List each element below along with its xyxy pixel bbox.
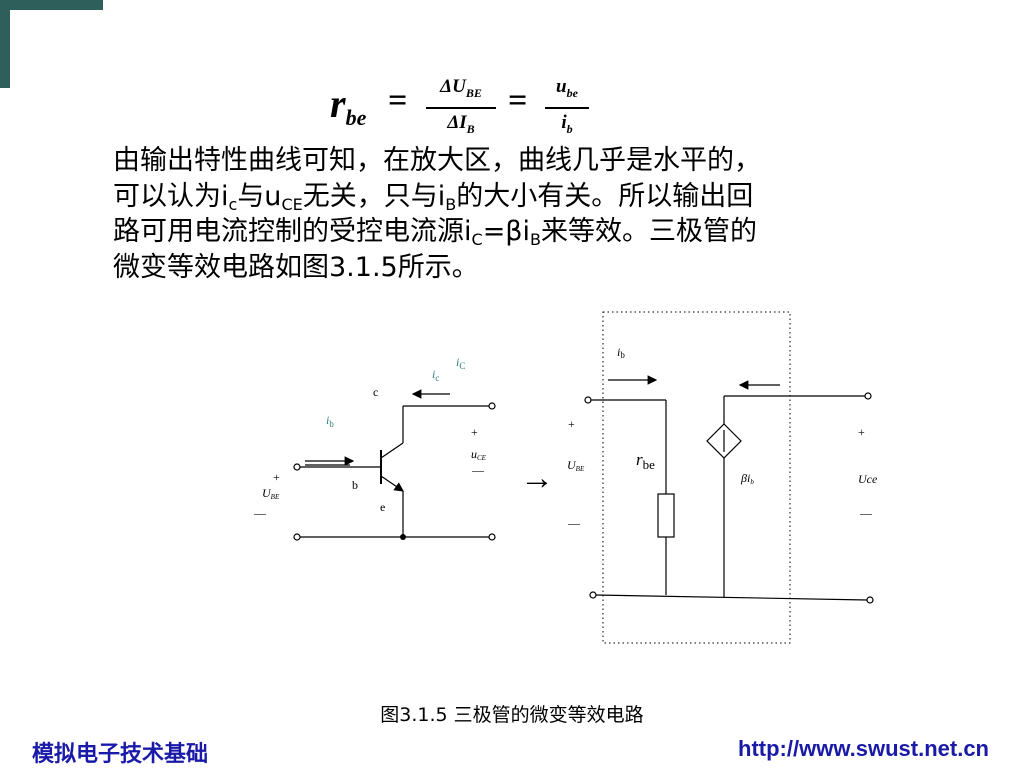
eq-output-minus: — — [859, 506, 873, 520]
paragraph-line-3: 路可用电流控制的受控电流源iC=βiB来等效。三极管的 — [113, 214, 913, 250]
formula-equals-2: = — [508, 82, 528, 119]
corner-decoration-top — [0, 0, 103, 10]
ic-lower-label: ic — [432, 367, 439, 383]
eq-output-terminal-bottom — [866, 596, 874, 604]
paragraph-line-2: 可以认为ic与uCE无关，只与iB的大小有关。所以输出回 — [113, 179, 913, 215]
eq-input-terminal-top — [584, 396, 592, 404]
formula-equals-1: = — [388, 82, 408, 119]
rbe-label: rbe — [636, 450, 655, 472]
uce-label: uCE — [471, 447, 487, 462]
fraction-1-bar — [426, 106, 496, 109]
delta-symbol: Δ — [440, 76, 453, 97]
transistor-circuit: iC ic c ib + UBE — b e + uCE — — [253, 355, 496, 541]
ic-upper-label: iC — [456, 355, 465, 371]
subscript: CE — [281, 194, 303, 214]
denominator-sub: B — [466, 121, 475, 136]
denominator-sub: b — [566, 121, 573, 136]
course-title: 模拟电子技术基础 — [32, 742, 209, 767]
input-plus: + — [273, 470, 280, 484]
numerator-var: U — [452, 76, 466, 97]
subscript: B — [445, 194, 457, 214]
ube-label: UBE — [262, 486, 280, 501]
beta-ib-label: βib — [740, 471, 754, 486]
figure-caption: 图3.1.5 三极管的微变等效电路 — [380, 704, 644, 726]
numerator-sub: BE — [465, 85, 482, 100]
formula-fraction-1: ΔUBE ΔIB — [426, 76, 496, 140]
text-run: 的大小有关。所以输出回 — [456, 180, 754, 212]
fraction-1-numerator: ΔUBE — [426, 76, 496, 104]
input-minus: — — [253, 506, 267, 520]
eq-input-plus: + — [568, 417, 575, 431]
output-plus: + — [471, 425, 478, 439]
fraction-1-denominator: ΔIB — [426, 112, 496, 140]
subscript: C — [471, 230, 483, 249]
base-label: b — [352, 478, 358, 492]
paragraph-line-1: 由输出特性曲线可知，在放大区，曲线几乎是水平的， — [113, 145, 761, 176]
text-run: 无关，只与i — [302, 180, 446, 212]
corner-decoration-left — [0, 0, 10, 88]
denominator-var: I — [459, 111, 467, 133]
output-terminal-top — [488, 402, 496, 410]
text-run: 路可用电流控制的受控电流源i — [113, 216, 472, 247]
rbe-resistor — [657, 493, 675, 538]
subscript: c — [228, 194, 238, 214]
formula-lhs-sub: be — [345, 105, 367, 130]
emitter-label: e — [380, 500, 385, 514]
equivalent-box — [602, 311, 791, 644]
fraction-2-denominator: ib — [545, 112, 589, 140]
output-terminal-bottom — [488, 533, 496, 541]
formula-lhs-var: r — [330, 81, 346, 126]
formula-fraction-2: ube ib — [545, 76, 589, 140]
text-run: =βi — [482, 216, 531, 247]
text-run: 可以认为i — [113, 180, 229, 212]
output-minus: — — [471, 463, 485, 477]
junction-dot — [400, 534, 406, 540]
rbe-formula: rbe = ΔUBE ΔIB = ube ib — [330, 72, 610, 140]
transistor-collector-lead — [380, 442, 404, 459]
denominator-var: i — [561, 111, 567, 133]
text-run: 来等效。三极管的 — [541, 216, 758, 247]
subscript: B — [530, 230, 542, 249]
fraction-2-numerator: ube — [545, 76, 589, 104]
eq-ground-wire — [595, 594, 868, 601]
footer-url-link[interactable]: http://www.swust.net.cn — [738, 736, 989, 761]
eq-input-terminal-bottom — [589, 591, 597, 599]
ib-label: ib — [326, 413, 334, 429]
numerator-sub: be — [566, 85, 578, 100]
numerator-var: u — [556, 76, 567, 97]
formula-lhs: rbe — [330, 80, 366, 131]
eq-ib-label: ib — [617, 345, 625, 360]
eq-input-minus: — — [567, 516, 581, 530]
fraction-2-bar — [545, 106, 589, 109]
eq-output-plus: + — [858, 425, 865, 439]
eq-uce-label: Uce — [858, 472, 878, 486]
collector-label: c — [373, 385, 378, 399]
input-terminal-top — [293, 463, 301, 471]
input-terminal-bottom — [293, 533, 301, 541]
transistor-emitter-lead — [380, 475, 404, 492]
explanation-paragraph: 由输出特性曲线可知，在放大区，曲线几乎是水平的， 可以认为ic与uCE无关，只与… — [113, 143, 913, 285]
paragraph-line-4: 微变等效电路如图3.1.5所示。 — [113, 251, 479, 283]
eq-output-terminal-top — [864, 392, 872, 400]
delta-symbol: Δ — [447, 111, 460, 133]
eq-ube-label: UBE — [567, 458, 585, 473]
transform-arrow: → — [520, 460, 554, 497]
equivalent-circuit: ib + UBE — rbe βib + Uce — — [567, 311, 878, 644]
text-run: 与u — [237, 180, 282, 212]
